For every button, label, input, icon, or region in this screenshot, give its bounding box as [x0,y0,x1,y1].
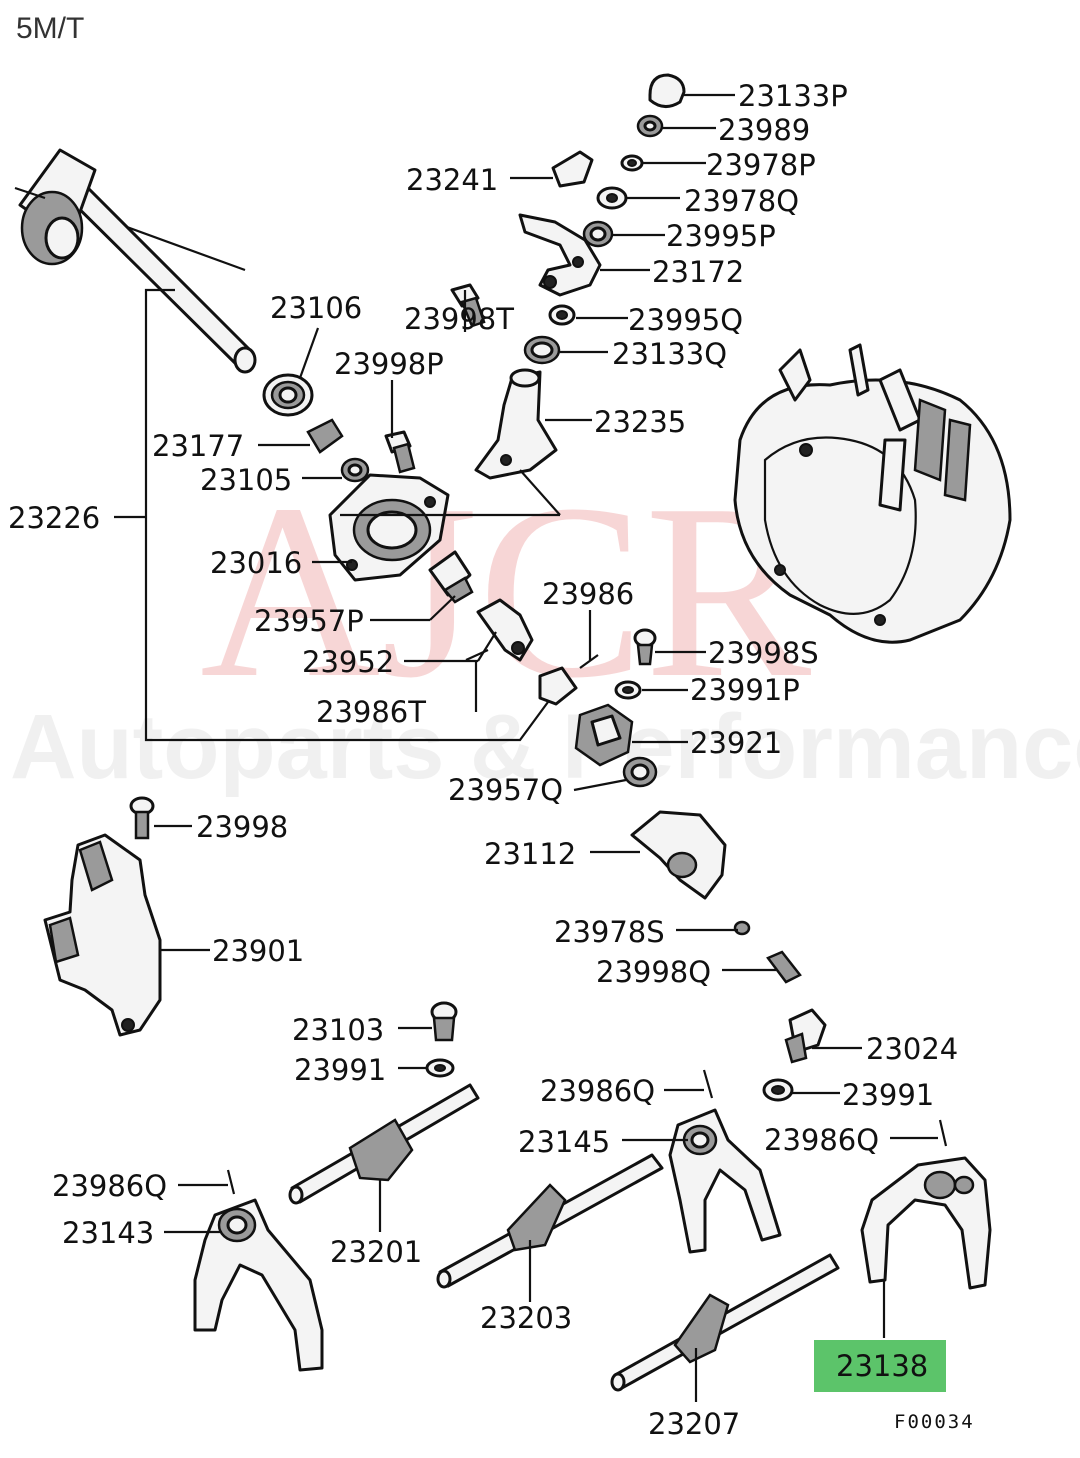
part-label-23207[interactable]: 23207 [648,1407,740,1441]
part-label-23024[interactable]: 23024 [866,1032,958,1066]
part-label-23921[interactable]: 23921 [690,726,782,760]
part-label-23995Q[interactable]: 23995Q [628,303,743,337]
part-labels: 23133P 23989 23978P 23241 23978Q 23995P … [8,79,958,1441]
pin-icon [579,654,599,669]
bracket-icon [474,368,558,480]
part-label-23998T[interactable]: 23998T [404,302,514,336]
bracket-icon [43,833,162,1037]
watermark-logo: AJCR [200,453,812,730]
part-label-23986[interactable]: 23986 [542,577,634,611]
part-label-23241[interactable]: 23241 [406,163,498,197]
part-label-23998S[interactable]: 23998S [708,636,819,670]
washer-icon [425,1058,455,1078]
bolt-icon [784,1008,827,1064]
nut-icon [733,920,751,936]
highlight-box [814,1340,946,1392]
bushing-icon [306,418,344,454]
bolt-icon [766,950,802,984]
part-label-23112[interactable]: 23112 [484,837,576,871]
part-label-23952[interactable]: 23952 [302,645,394,679]
part-label-23998P[interactable]: 23998P [334,347,444,381]
part-label-23957P[interactable]: 23957P [254,604,364,638]
part-label-23177[interactable]: 23177 [152,429,244,463]
part-label-23986T[interactable]: 23986T [316,695,426,729]
bolt-icon [430,1001,458,1042]
pin-icon [938,1119,948,1147]
part-label-23105[interactable]: 23105 [200,463,292,497]
boot-icon [262,373,314,417]
part-label-23978Q[interactable]: 23978Q [684,184,799,218]
housing-icon [630,810,727,900]
lever-icon [518,213,602,297]
washer-icon [762,1078,794,1102]
part-label-23235[interactable]: 23235 [594,405,686,439]
part-label-23203[interactable]: 23203 [480,1301,572,1335]
part-label-23998[interactable]: 23998 [196,810,288,844]
part-label-23986Q[interactable]: 23986Q [52,1169,167,1203]
part-label-23133Q[interactable]: 23133Q [612,337,727,371]
washer-icon [596,186,628,210]
shift-lever-icon [14,148,257,374]
part-label-23901[interactable]: 23901 [212,934,304,968]
rail-icon [436,1153,664,1289]
part-label-23143[interactable]: 23143 [62,1216,154,1250]
part-label-23989[interactable]: 23989 [718,113,810,147]
washer-icon [523,335,561,365]
transmission-icon [733,343,1012,644]
bolt-icon [129,796,155,840]
bolt-icon [633,628,657,666]
nut-icon [636,114,664,138]
part-label-23133P[interactable]: 23133P [738,79,848,113]
part-label-23016[interactable]: 23016 [210,546,302,580]
bushing-icon [574,703,634,767]
part-label-23991P[interactable]: 23991P [690,673,800,707]
fork-icon [860,1156,992,1290]
pin-icon [226,1169,236,1195]
part-label-23978S[interactable]: 23978S [554,915,665,949]
part-label-23226[interactable]: 23226 [8,501,100,535]
watermark-tagline: Autoparts & Performance [10,696,1080,798]
washer-icon [614,680,642,700]
part-label-23998Q[interactable]: 23998Q [596,955,711,989]
page-title: 5M/T [16,12,84,45]
rail-icon [288,1083,480,1205]
pin-icon [702,1069,714,1099]
part-label-23957Q[interactable]: 23957Q [448,773,563,807]
bushing-icon [582,220,614,248]
bushing-icon [340,457,370,483]
part-label-23145[interactable]: 23145 [518,1125,610,1159]
leader-lines [114,93,938,1402]
cap-icon [648,73,686,108]
lever-icon [476,598,534,662]
fork-icon [193,1198,324,1372]
rail-icon [610,1253,840,1392]
part-label-23986Q[interactable]: 23986Q [764,1123,879,1157]
bushing-icon [538,666,578,706]
part-label-23172[interactable]: 23172 [652,255,744,289]
washer-icon [620,154,644,172]
part-label-23138[interactable]: 23138 [836,1349,928,1383]
part-label-23978P[interactable]: 23978P [706,148,816,182]
part-label-23201[interactable]: 23201 [330,1235,422,1269]
part-label-23991[interactable]: 23991 [294,1053,386,1087]
bushing-icon [551,150,594,188]
bolt-icon [384,430,416,474]
part-label-23103[interactable]: 23103 [292,1013,384,1047]
figure-code: F00034 [894,1411,975,1433]
part-label-23986Q[interactable]: 23986Q [540,1074,655,1108]
part-label-23106[interactable]: 23106 [270,291,362,325]
bushing-icon [622,756,658,788]
part-label-23991[interactable]: 23991 [842,1078,934,1112]
part-label-23995P[interactable]: 23995P [666,219,776,253]
washer-icon [548,304,576,326]
